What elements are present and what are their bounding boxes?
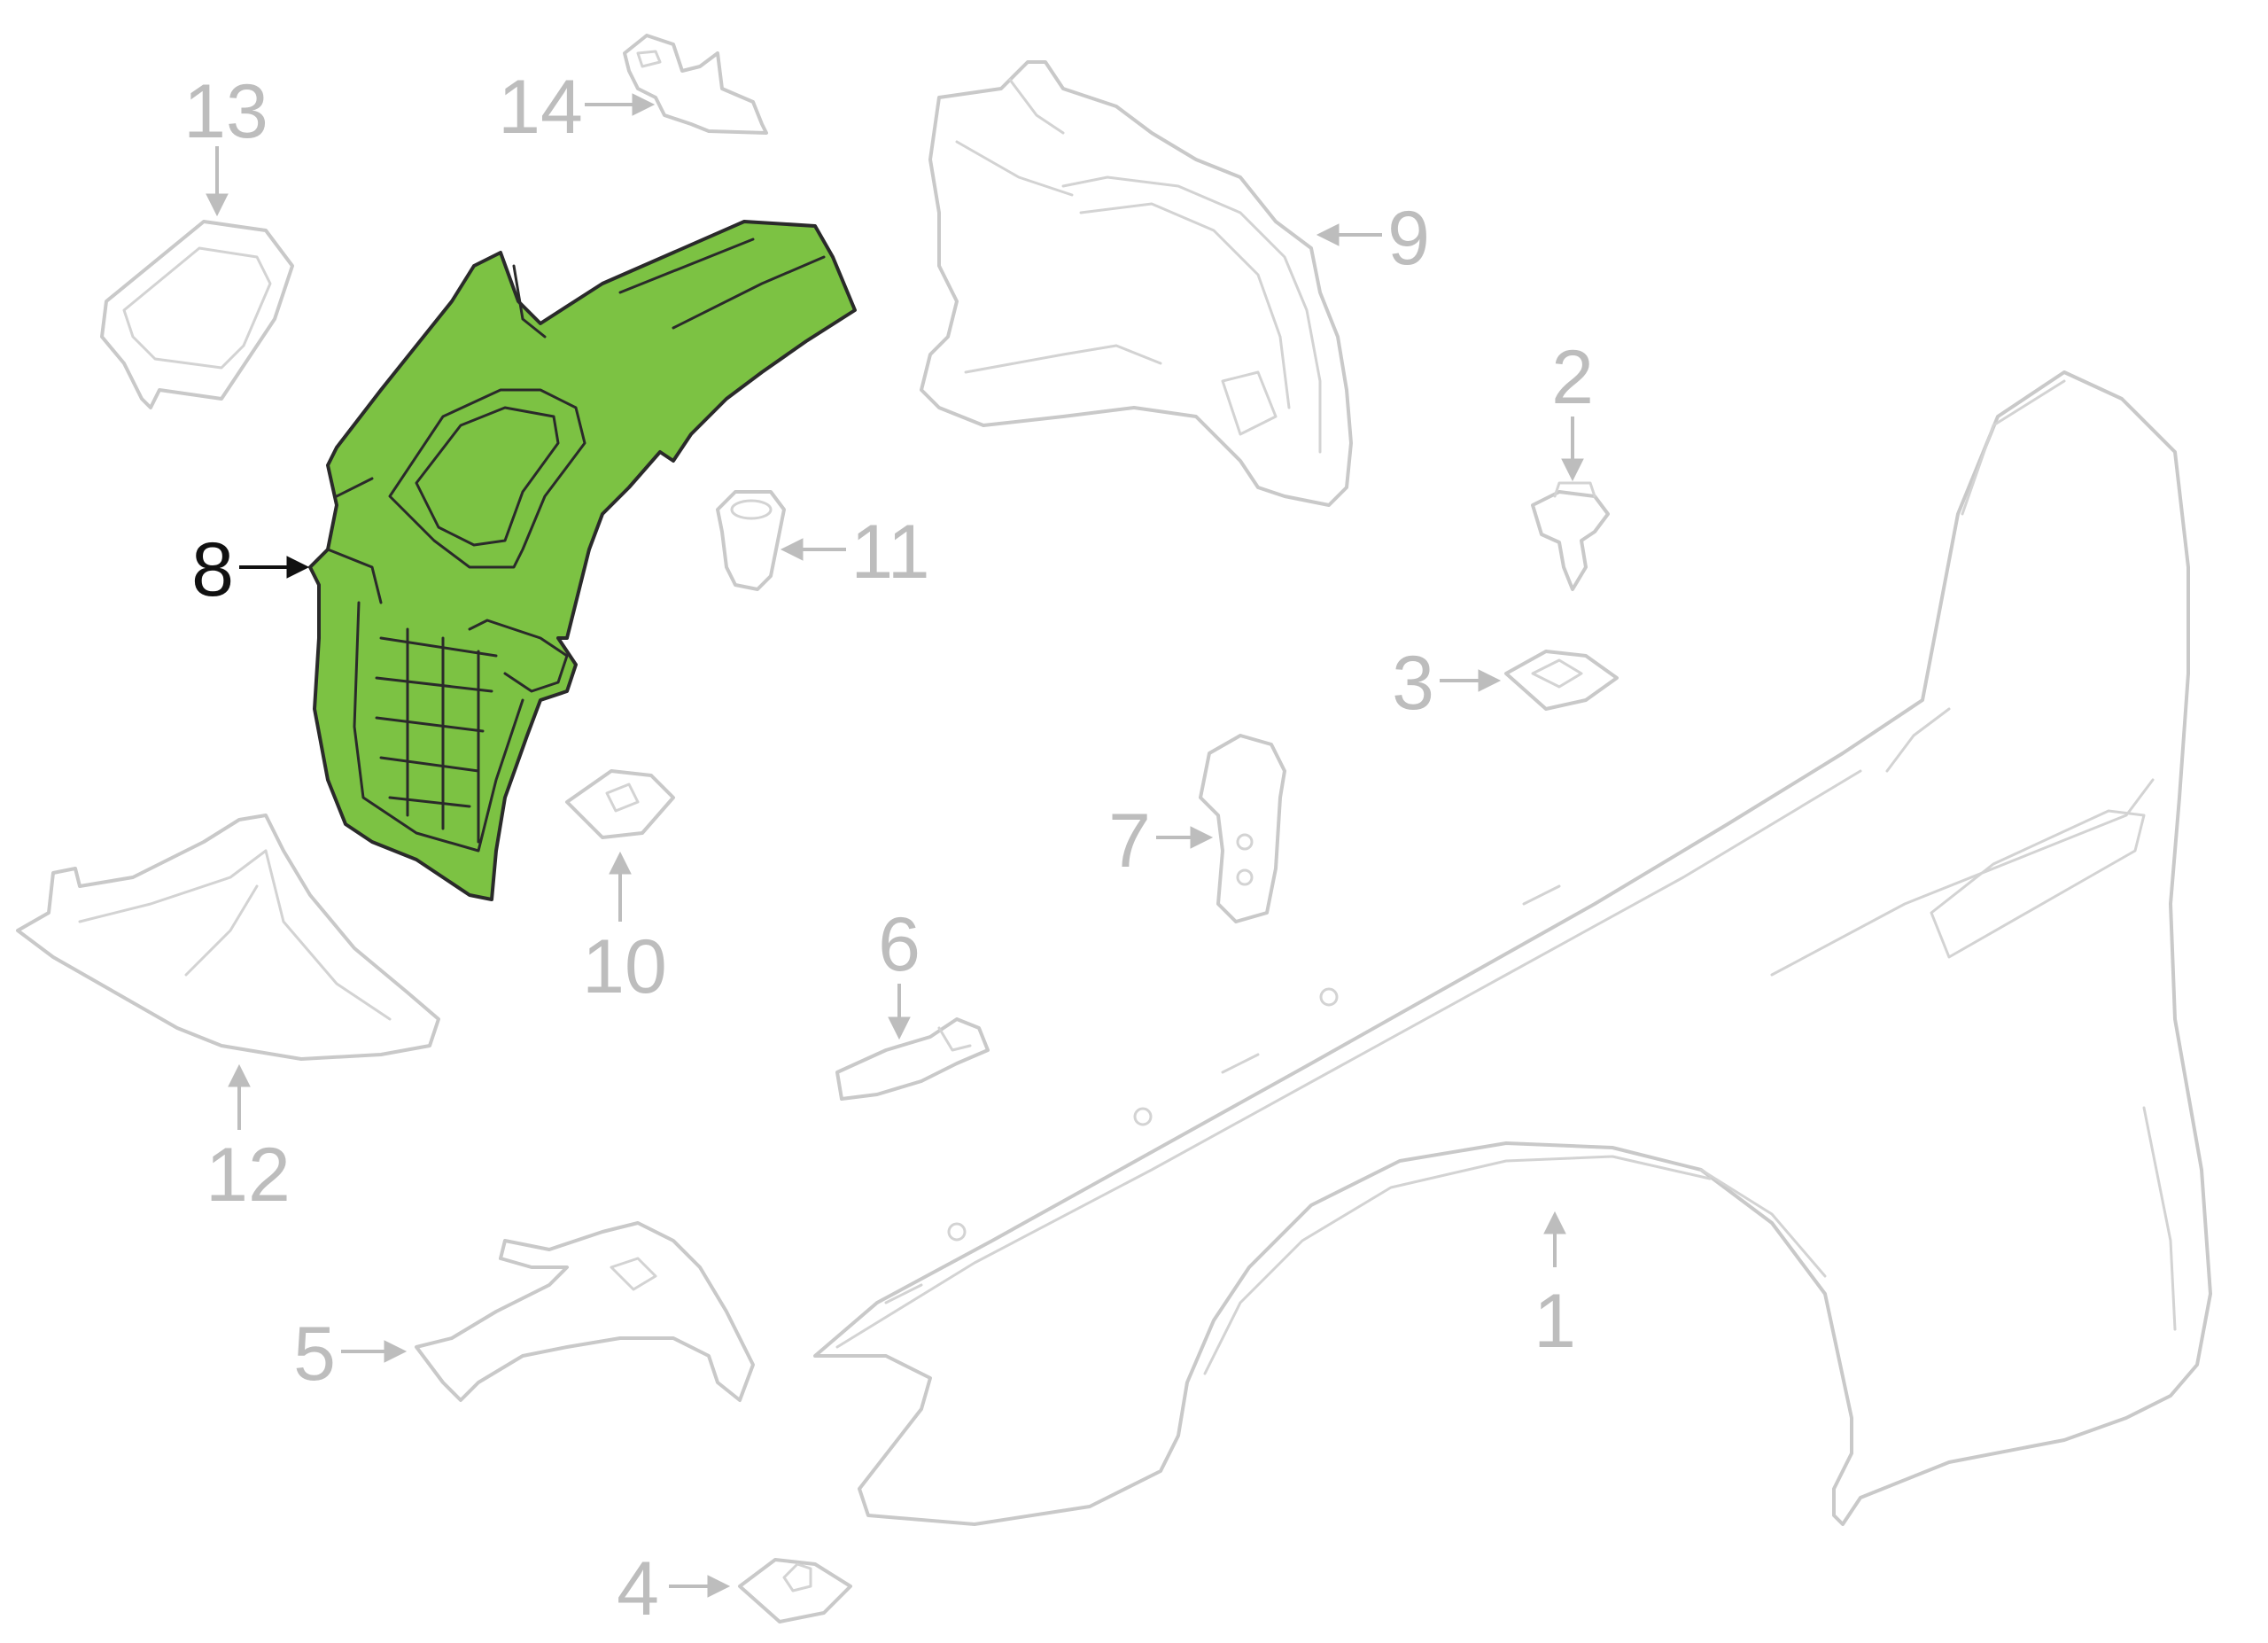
arrow-9 xyxy=(1316,223,1382,246)
callout-label-10: 10 xyxy=(582,924,667,1009)
callout-label-14: 14 xyxy=(498,65,583,150)
callout-labels: 1 2 3 4 5 6 7 8 9 10 11 12 13 14 xyxy=(183,65,1594,1631)
arrow-11 xyxy=(780,538,846,561)
part-5-brace xyxy=(415,1221,755,1402)
callout-label-4: 4 xyxy=(617,1546,659,1631)
arrow-4 xyxy=(669,1575,731,1598)
callout-label-5: 5 xyxy=(293,1312,336,1397)
part-14-bracket xyxy=(623,34,768,135)
arrow-14 xyxy=(585,93,656,116)
arrow-10 xyxy=(609,851,632,922)
part-6-clip xyxy=(835,1017,990,1101)
part-11-grommet xyxy=(716,490,786,591)
callout-label-1: 1 xyxy=(1534,1279,1576,1364)
callout-arrows xyxy=(206,93,1584,1598)
part-1-fender xyxy=(813,370,2212,1526)
arrow-5 xyxy=(341,1340,408,1363)
part-10-clip xyxy=(565,769,675,839)
part-2-bolt xyxy=(1531,481,1610,591)
part-12-lower-shield xyxy=(16,814,440,1061)
callout-label-9: 9 xyxy=(1387,196,1430,281)
part-13-bracket xyxy=(100,220,294,409)
callout-label-6: 6 xyxy=(878,902,920,987)
arrow-12 xyxy=(228,1063,251,1130)
callout-label-3: 3 xyxy=(1392,641,1434,726)
arrow-8 xyxy=(239,556,310,579)
arrow-7 xyxy=(1156,826,1214,849)
callout-label-12: 12 xyxy=(206,1133,291,1218)
callout-label-13: 13 xyxy=(183,69,268,154)
part-8-body xyxy=(308,220,857,901)
arrow-1 xyxy=(1543,1211,1566,1267)
callout-label-2: 2 xyxy=(1551,335,1594,420)
arrow-13 xyxy=(206,146,229,217)
callout-label-8: 8 xyxy=(191,527,234,612)
arrow-6 xyxy=(888,984,911,1040)
callout-label-7: 7 xyxy=(1108,798,1151,884)
part-7-bracket xyxy=(1199,734,1286,923)
arrow-3 xyxy=(1440,669,1502,692)
arrow-2 xyxy=(1561,417,1584,482)
part-8-wheel-arch-liner xyxy=(308,220,857,901)
part-3-clip xyxy=(1504,650,1619,711)
callout-label-11: 11 xyxy=(850,510,929,595)
part-4-nut xyxy=(738,1558,852,1624)
part-9-inner-shield xyxy=(920,60,1353,507)
